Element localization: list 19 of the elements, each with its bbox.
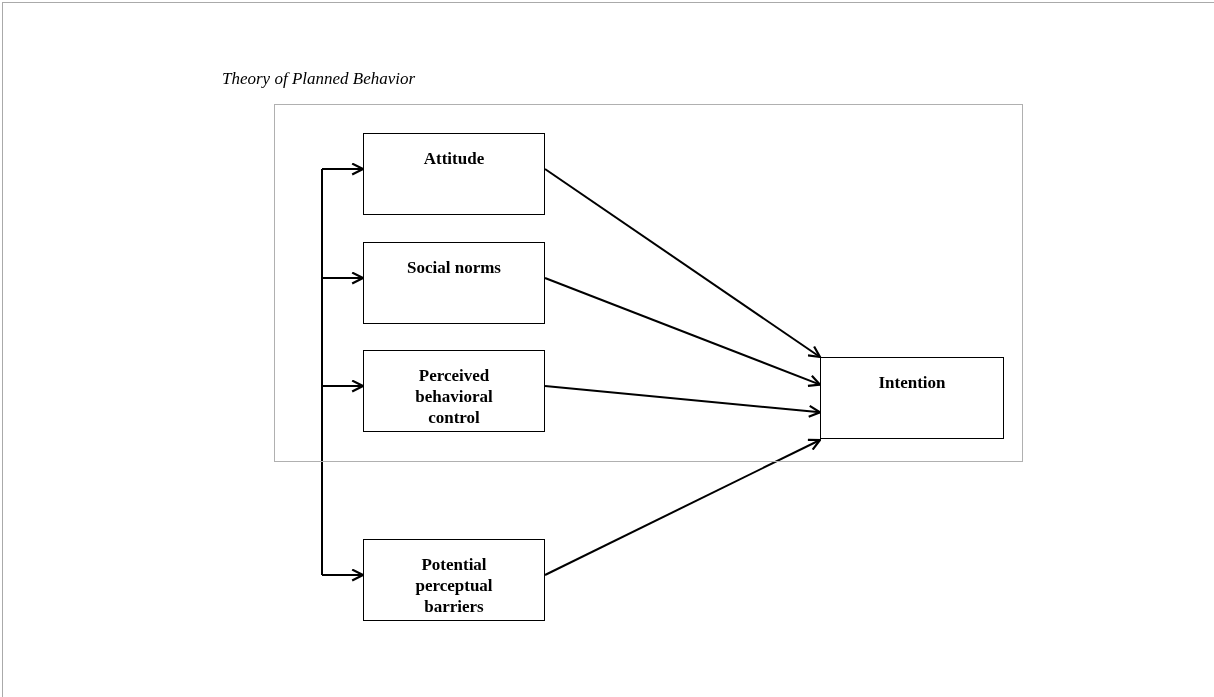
arrow (321, 271, 365, 285)
construct-box (363, 242, 545, 324)
arrow (544, 438, 822, 576)
box-label: Potential perceptual barriers (414, 554, 494, 617)
construct-box (363, 539, 545, 621)
construct-box (820, 357, 1004, 439)
box-label: Intention (878, 372, 946, 393)
box-label: Social norms (407, 257, 501, 278)
box-label: Perceived behavioral control (414, 365, 494, 428)
group-title: Theory of Planned Behavior (222, 68, 416, 89)
arrow (321, 379, 365, 393)
arrow (544, 385, 822, 418)
arrow (321, 162, 365, 176)
arrow (321, 568, 365, 582)
construct-box (363, 350, 545, 432)
construct-box (363, 133, 545, 215)
arrow (544, 277, 822, 387)
arrow (544, 168, 822, 359)
box-label: Attitude (423, 148, 485, 169)
